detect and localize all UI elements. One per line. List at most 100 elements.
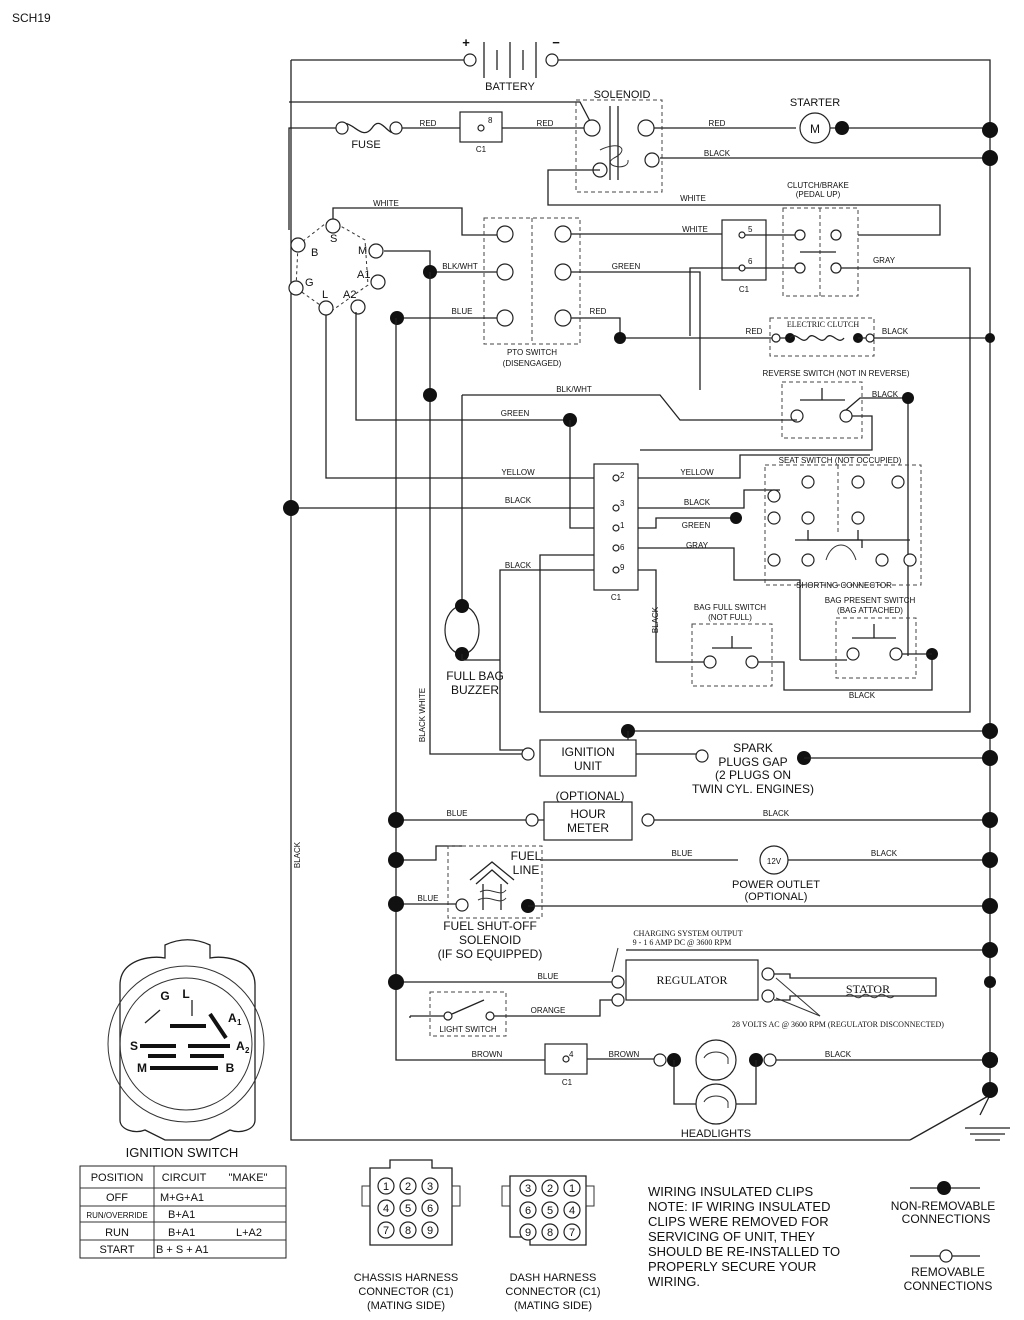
wire-red-pto: RED — [590, 307, 607, 316]
battery-label: BATTERY — [485, 81, 535, 93]
solenoid-label: SOLENOID — [594, 89, 651, 101]
c1-label-center: C1 — [611, 593, 622, 602]
pin-9: 9 — [620, 563, 625, 572]
fuel-sol-1: FUEL SHUT-OFF — [443, 919, 537, 933]
starter-motor-letter: M — [810, 122, 820, 136]
main-frame-wiring — [289, 59, 1010, 1141]
wire-green-pto: GREEN — [612, 262, 641, 271]
spark-1: SPARK — [733, 741, 773, 755]
switch-face-a2-sub: 2 — [245, 1046, 250, 1055]
bag-full-switch: BAG FULL SWITCH (NOT FULL) BLACK — [691, 603, 933, 700]
ignition-switch-title: IGNITION SWITCH — [126, 1145, 239, 1160]
full-bag-buzzer-1: FULL BAG — [446, 669, 504, 683]
pin-2: 2 — [620, 471, 625, 480]
power-outlet-12v: 12V — [767, 857, 782, 866]
dash-pin: 2 — [547, 1183, 553, 1195]
note-line: PROPERLY SECURE YOUR — [648, 1259, 816, 1274]
wire-black-left: BLACK — [505, 496, 532, 505]
chassis-pin: 5 — [405, 1203, 411, 1215]
right-bus-dots — [982, 976, 998, 1068]
table-row-circuit: B + S + A1 — [156, 1244, 209, 1256]
stator-note: 28 VOLTS AC @ 3600 RPM (REGULATOR DISCON… — [732, 1020, 944, 1029]
wire-blue-outlet: BLUE — [672, 849, 693, 858]
note-line: SERVICING OF UNIT, THEY — [648, 1229, 815, 1244]
legend-non-removable-1: NON-REMOVABLE — [891, 1199, 995, 1213]
bag-full-sub: (NOT FULL) — [708, 613, 752, 622]
chassis-label-3: (MATING SIDE) — [367, 1300, 445, 1312]
wire-red-starter: RED — [709, 119, 726, 128]
headlights-label: HEADLIGHTS — [681, 1128, 751, 1140]
shorting-connector-label: SHORTING CONNECTOR — [796, 581, 892, 590]
hour-meter-optional: (OPTIONAL) — [556, 789, 625, 803]
chassis-label-1: CHASSIS HARNESS — [354, 1272, 459, 1284]
table-row-circuit: B+A1 — [168, 1227, 195, 1239]
wire-red-fuse: RED — [420, 119, 437, 128]
wire-black-hour: BLACK — [763, 809, 790, 818]
chassis-pin: 4 — [383, 1203, 389, 1215]
wire-blue-reg: BLUE — [538, 972, 559, 981]
note-line: CLIPS WERE REMOVED FOR — [648, 1214, 829, 1229]
spark-2: PLUGS GAP — [718, 755, 787, 769]
terminal-s: S — [330, 233, 337, 245]
chassis-pin: 1 — [383, 1181, 389, 1193]
dash-pin: 5 — [547, 1205, 553, 1217]
ignition-unit: IGNITION UNIT SPARK PLUGS GAP (2 PLUGS O… — [521, 723, 998, 796]
wire-red-solenoid: RED — [537, 119, 554, 128]
wire-black-vert: BLACK — [293, 841, 302, 868]
pin-3: 3 — [620, 499, 625, 508]
table-row-circuit: M+G+A1 — [160, 1192, 204, 1204]
hour-meter-1: HOUR — [570, 807, 606, 821]
table-header-position: POSITION — [91, 1172, 144, 1184]
chassis-harness-connector: 1 2 3 4 5 6 7 8 9 CHASSIS HARNESS CONNEC… — [354, 1159, 461, 1312]
removable-dot-icon — [939, 1249, 953, 1263]
chassis-label-2: CONNECTOR (C1) — [358, 1286, 453, 1298]
fuel-solenoid: BLUE FUEL LINE FUEL SHUT-OFF SOLENOID (I… — [388, 845, 998, 961]
note-line: WIRING. — [648, 1274, 700, 1289]
stator-label: STATOR — [846, 982, 890, 996]
battery-plus-label: + — [462, 35, 470, 50]
non-removable-dot-icon — [937, 1181, 951, 1195]
wire-gray-clutch: GRAY — [873, 256, 896, 265]
electric-clutch: ELECTRIC CLUTCH RED BLACK — [614, 317, 995, 357]
terminal-a1: A1 — [357, 269, 370, 281]
table-header-circuit: CIRCUIT — [162, 1172, 207, 1184]
ignition-switch-face: G L A 1 A 2 S M B IGNITION SWITCH — [107, 939, 265, 1160]
hour-meter: (OPTIONAL) HOUR METER BLUE BLACK — [388, 789, 998, 841]
harness-wires: GREEN YELLOW YELLOW BLACK BLACK GREEN GR… — [283, 272, 870, 1061]
wire-white-ign: WHITE — [373, 199, 399, 208]
legend-removable-2: CONNECTIONS — [904, 1279, 993, 1293]
wire-brown-2: BROWN — [609, 1050, 640, 1059]
pto-switch-label: PTO SWITCH — [507, 348, 557, 357]
switch-face-m: M — [137, 1061, 147, 1075]
pin-6: 6 — [748, 257, 753, 266]
regulator-label: REGULATOR — [656, 973, 727, 987]
light-switch-label: LIGHT SWITCH — [439, 1025, 496, 1034]
note-line: WIRING INSULATED CLIPS — [648, 1184, 814, 1199]
seat-switch: SEAT SWITCH (NOT OCCUPIED) SHORTING CONN… — [764, 456, 922, 590]
electric-clutch-label: ELECTRIC CLUTCH — [787, 320, 859, 329]
dash-pin: 1 — [569, 1183, 575, 1195]
wire-black-solenoid: BLACK — [704, 149, 731, 158]
c1-label-light: C1 — [562, 1078, 573, 1087]
pin-8: 8 — [488, 116, 493, 125]
wire-black-outlet: BLACK — [871, 849, 898, 858]
table-row-circuit: B+A1 — [168, 1209, 195, 1221]
power-outlet-1: POWER OUTLET — [732, 879, 820, 891]
c1-center-connector: 2 3 1 6 9 C1 — [593, 463, 639, 602]
bag-present-switch: BAG PRESENT SWITCH (BAG ATTACHED) — [800, 596, 938, 679]
wire-black-right: BLACK — [684, 498, 711, 507]
table-header-make: "MAKE" — [229, 1172, 268, 1184]
wire-red-clutch: RED — [746, 327, 763, 336]
insulated-clips-note: WIRING INSULATED CLIPS NOTE: IF WIRING I… — [648, 1184, 840, 1289]
wire-yellow-left: YELLOW — [501, 468, 535, 477]
switch-face-s: S — [130, 1039, 138, 1053]
switch-face-a1: A — [228, 1011, 237, 1025]
clutch-brake-label: CLUTCH/BRAKE — [787, 181, 849, 190]
note-line: NOTE: IF WIRING INSULATED — [648, 1199, 831, 1214]
fuel-line-2: LINE — [513, 863, 540, 877]
full-bag-buzzer-2: BUZZER — [451, 683, 499, 697]
dash-label-3: (MATING SIDE) — [514, 1300, 592, 1312]
pto-switch: PTO SWITCH (DISENGAGED) BLK/WHT BLUE GRE… — [384, 217, 735, 390]
bag-present-sub: (BAG ATTACHED) — [837, 606, 903, 615]
